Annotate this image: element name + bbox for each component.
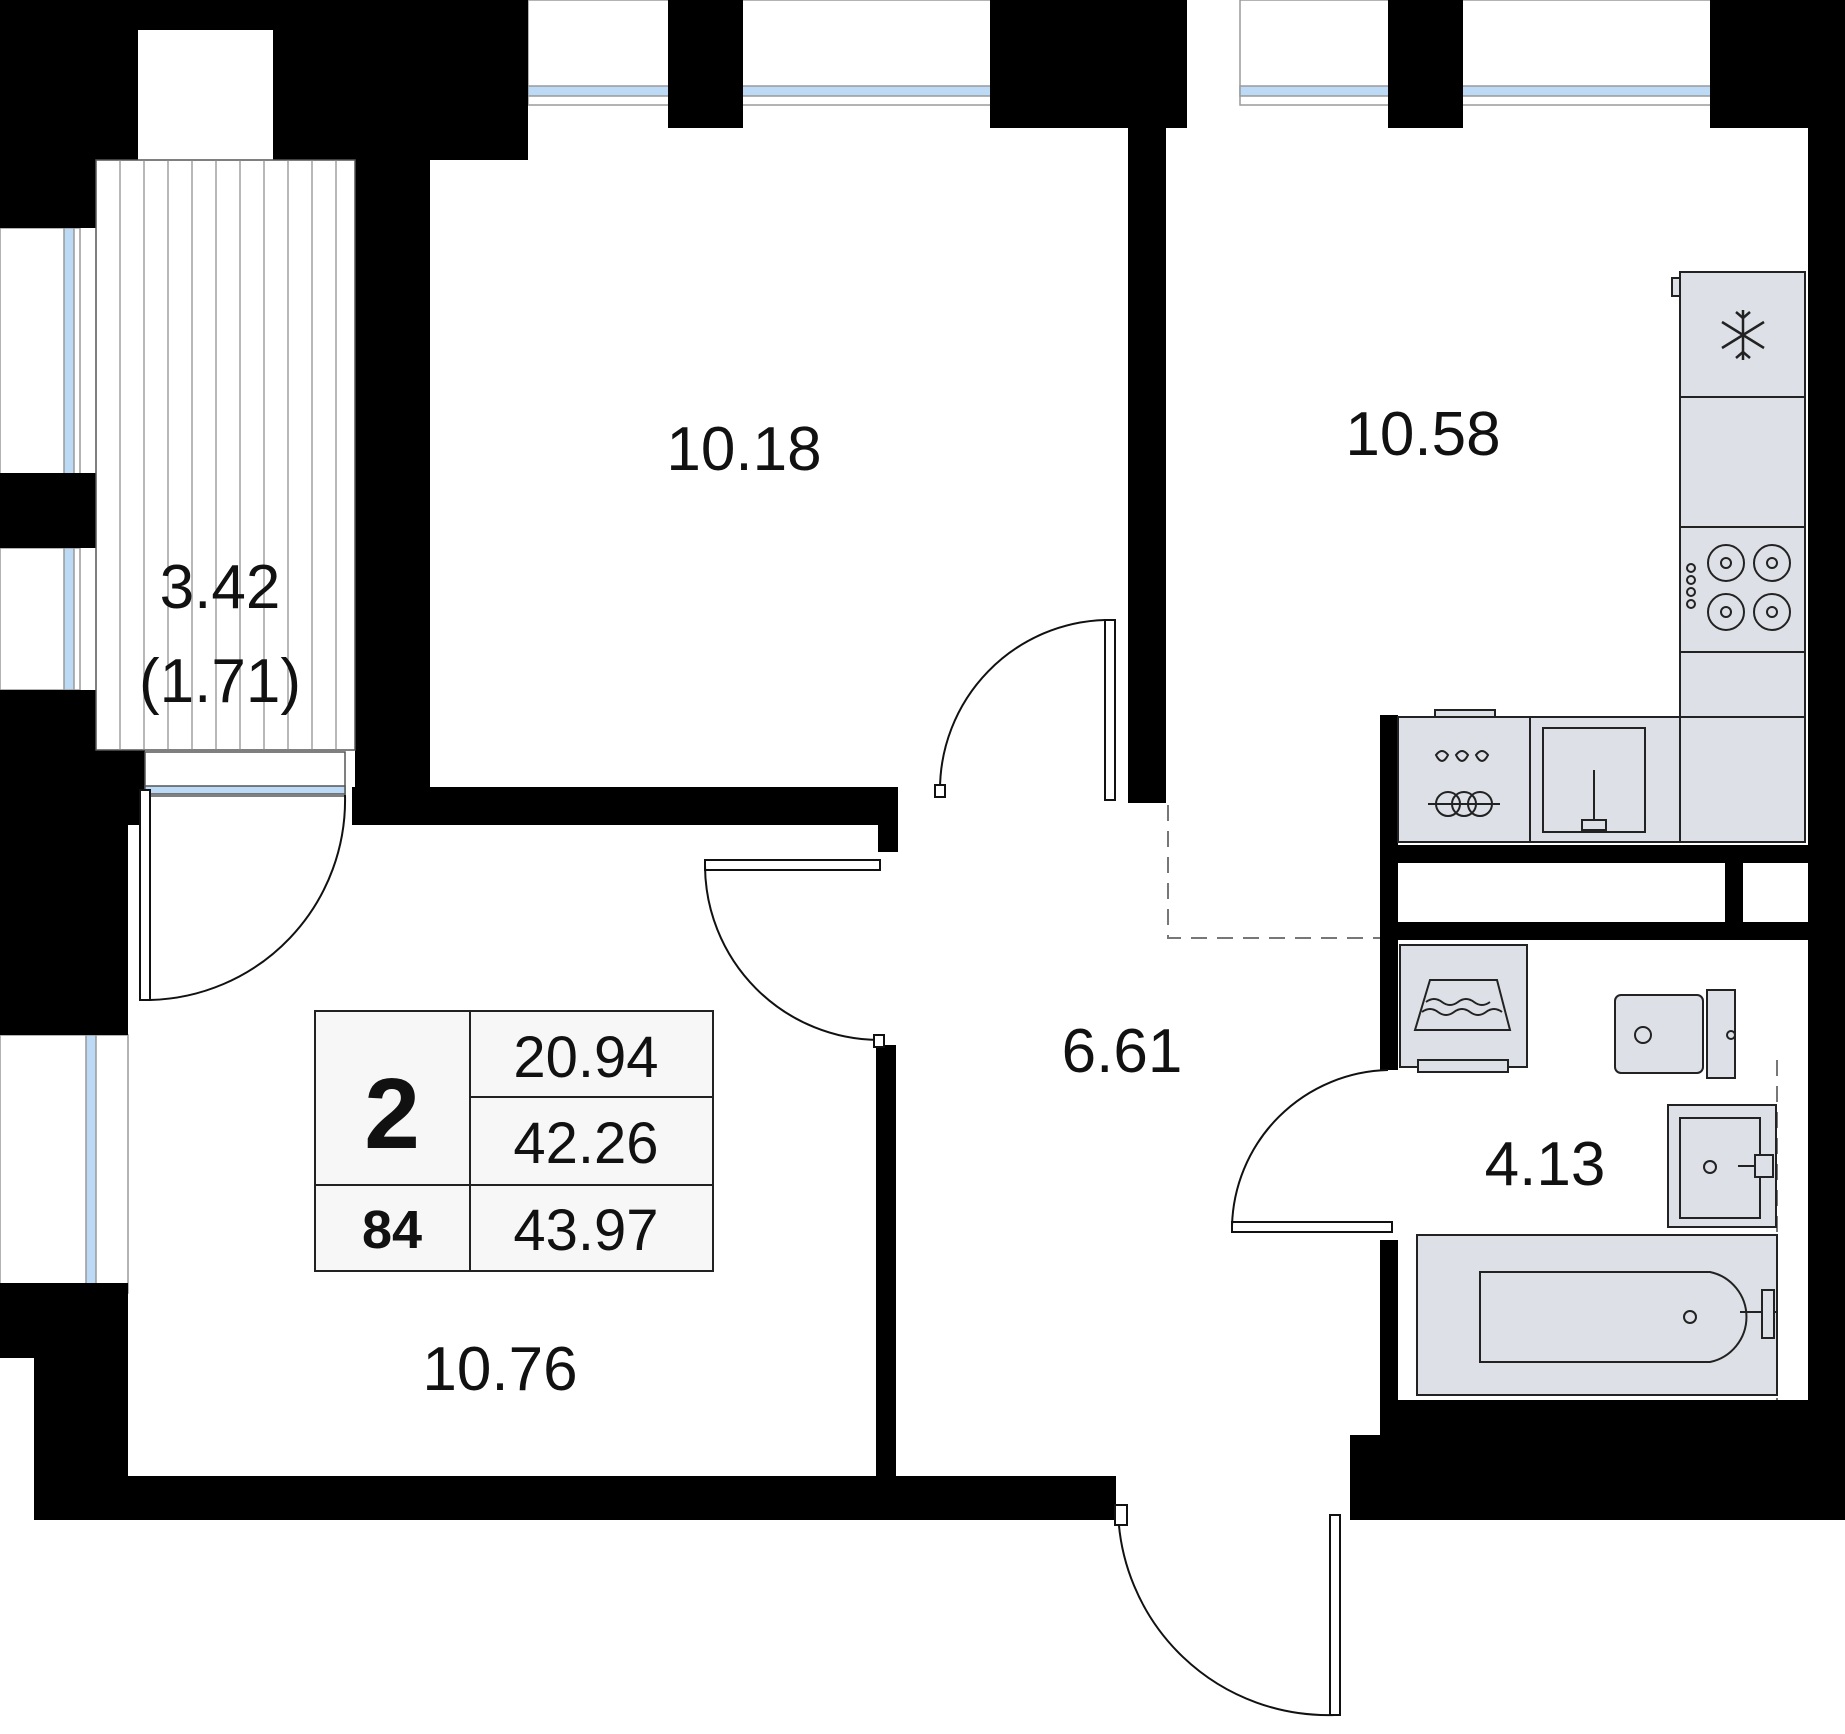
walls (0, 0, 1845, 1520)
wall (355, 105, 430, 825)
bathroom-fixtures (1399, 944, 1778, 1396)
room-count: 2 (364, 1058, 420, 1170)
wall (1808, 100, 1845, 1435)
balcony-deck (95, 159, 356, 797)
door-balcony[interactable] (139, 789, 347, 1001)
room-area-bathroom: 4.13 (1485, 1130, 1606, 1199)
washbasin-icon (1667, 1104, 1777, 1228)
kitchen-cabinet (1679, 396, 1806, 528)
washing-machine-icon (1399, 944, 1528, 1073)
room-area-living-room: 10.76 (422, 1335, 577, 1404)
fridge-icon (1671, 271, 1806, 398)
window-left-1-glass (63, 227, 75, 479)
room-area-bedroom: 10.18 (666, 415, 821, 484)
kitchen-cabinet (1679, 651, 1806, 718)
wall (1350, 1435, 1845, 1520)
apartment-number: 84 (362, 1200, 422, 1260)
stove-icon (1679, 526, 1806, 653)
summary-table: 2 84 20.94 42.26 43.97 (314, 1010, 714, 1272)
kitchen-furniture (1397, 271, 1806, 843)
window-left-2-glass (63, 547, 75, 691)
window-left-3 (0, 1034, 129, 1294)
wall (1388, 0, 1463, 128)
wall (1380, 1240, 1398, 1440)
kitchen-sink-icon (1529, 716, 1681, 843)
door-bedroom[interactable] (934, 619, 1116, 801)
balcony-planks (119, 160, 337, 750)
window-left-3-glass (85, 1034, 97, 1294)
room-area-balcony-reduced: (1.71) (139, 647, 301, 716)
room-area-balcony: 3.42 (160, 553, 281, 622)
bathtub-icon (1416, 1234, 1778, 1396)
wall (0, 825, 128, 1035)
total-area: 42.26 (513, 1111, 658, 1176)
wall (1165, 0, 1187, 128)
wall (352, 787, 898, 825)
wall (138, 0, 273, 30)
wall (668, 0, 743, 128)
summary-table-frame (314, 1010, 714, 1272)
room-area-kitchen: 10.58 (1345, 400, 1500, 469)
wall (1725, 845, 1743, 940)
window-top-2-glass (737, 85, 1001, 97)
window-top-1-glass (527, 85, 679, 97)
living-area: 20.94 (513, 1025, 658, 1090)
wall (1380, 922, 1808, 940)
wall (0, 473, 96, 548)
wall (990, 0, 1168, 128)
total-area-with-balcony: 43.97 (513, 1198, 658, 1263)
cooktop-icon (1397, 709, 1531, 843)
toilet-icon (1614, 989, 1736, 1079)
wall (1388, 1400, 1845, 1440)
door-living-room[interactable] (704, 859, 885, 1048)
wall (1380, 715, 1398, 1070)
wall (1128, 128, 1166, 803)
window-top-4-glass (1459, 85, 1719, 97)
room-area-hallway: 6.61 (1062, 1017, 1183, 1086)
room-labels: 10.18 10.58 3.42 (1.71) 6.61 4.13 10.76 (139, 400, 1605, 1404)
window-top-3-glass (1239, 85, 1401, 97)
wall (34, 1476, 1116, 1520)
door-entrance[interactable] (1114, 1504, 1341, 1717)
wall (1380, 845, 1808, 863)
wall (876, 1045, 896, 1480)
door-bathroom[interactable] (1231, 1069, 1393, 1233)
wall (878, 787, 898, 852)
windows (0, 0, 1719, 1294)
doors (139, 619, 1393, 1717)
kitchen-cabinet (1679, 716, 1806, 843)
balcony-door-glass (144, 785, 346, 795)
